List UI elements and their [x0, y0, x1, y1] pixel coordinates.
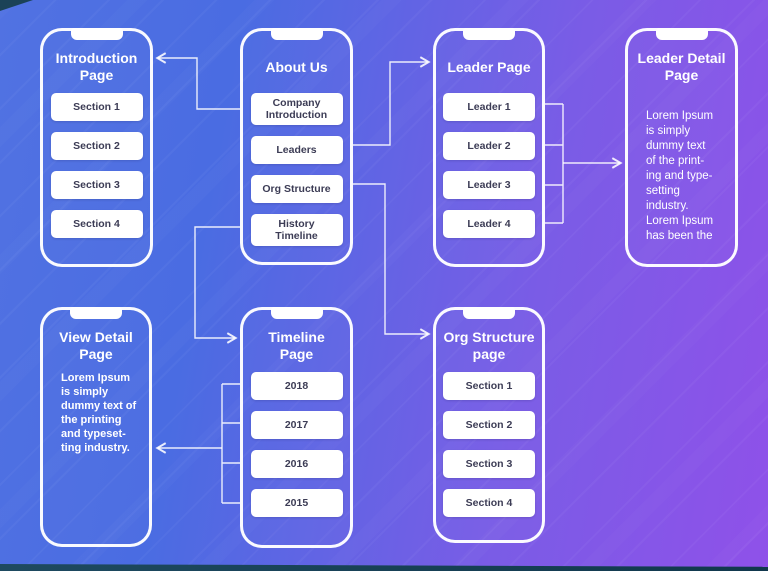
page-title: Leader Page: [447, 58, 531, 75]
connector-leader-buttons-merge: [545, 103, 564, 224]
phone-notch: [270, 307, 323, 319]
bottom-accent-strip: [0, 564, 768, 571]
nav-button-section-3[interactable]: Section 3: [443, 450, 535, 478]
nav-button-2018[interactable]: 2018: [250, 372, 343, 400]
phone-notch: [463, 307, 515, 319]
phone-introduction-page: Introduction Page Section 1 Section 2 Se…: [40, 28, 153, 267]
nav-button-section-4[interactable]: Section 4: [50, 210, 143, 238]
connector-leaders-arrow: [353, 56, 431, 146]
phone-notch: [70, 307, 122, 319]
nav-button-company-introduction[interactable]: Company Introduction: [250, 93, 343, 125]
phone-notch: [270, 28, 323, 40]
nav-button-leader-4[interactable]: Leader 4: [443, 210, 535, 238]
phone-notch: [655, 28, 708, 40]
phone-about-us: About Us Company Introduction Leaders Or…: [240, 28, 353, 265]
corner-accent-shape: [0, 0, 33, 11]
nav-button-leader-1[interactable]: Leader 1: [443, 93, 535, 121]
page-title: Leader Detail Page: [637, 50, 726, 83]
phone-notch: [463, 28, 515, 40]
nav-button-section-1[interactable]: Section 1: [443, 372, 535, 400]
page-title: Introduction Page: [55, 50, 138, 83]
nav-button-section-4[interactable]: Section 4: [443, 489, 535, 517]
nav-button-section-2[interactable]: Section 2: [443, 411, 535, 439]
phone-leader-detail-page: Leader Detail Page Lorem Ipsum is simply…: [625, 28, 738, 267]
nav-button-org-structure[interactable]: Org Structure: [250, 175, 343, 203]
lorem-body-text: Lorem Ipsum is simply dummy text of the …: [61, 372, 137, 454]
nav-button-leaders[interactable]: Leaders: [250, 136, 343, 164]
connector-org-structure-arrow: [353, 183, 431, 340]
nav-button-leader-3[interactable]: Leader 3: [443, 171, 535, 199]
phone-view-detail-page: View Detail Page Lorem Ipsum is simply d…: [40, 307, 152, 547]
phone-org-structure-page: Org Structure page Section 1 Section 2 S…: [433, 307, 545, 543]
nav-button-2015[interactable]: 2015: [250, 489, 343, 517]
page-title: Org Structure page: [443, 329, 535, 362]
nav-button-2017[interactable]: 2017: [250, 411, 343, 439]
page-title: View Detail Page: [59, 329, 133, 362]
phone-notch: [70, 28, 123, 40]
page-title: About Us: [265, 58, 328, 75]
nav-button-leader-2[interactable]: Leader 2: [443, 132, 535, 160]
connector-timeline-buttons-merge: [221, 383, 240, 504]
lorem-body-text: Lorem Ipsum is simply dummy text of the …: [646, 110, 714, 242]
page-title: Timeline Page: [268, 329, 325, 362]
nav-button-history-timeline[interactable]: History Timeline: [250, 214, 343, 246]
nav-button-section-2[interactable]: Section 2: [50, 132, 143, 160]
connector-company-introduction-arrow: [155, 52, 240, 110]
phone-timeline-page: Timeline Page 2018 2017 2016 2015: [240, 307, 353, 548]
nav-button-section-3[interactable]: Section 3: [50, 171, 143, 199]
connector-history-timeline-arrow: [194, 226, 240, 344]
nav-button-2016[interactable]: 2016: [250, 450, 343, 478]
nav-button-section-1[interactable]: Section 1: [50, 93, 143, 121]
phone-leader-page: Leader Page Leader 1 Leader 2 Leader 3 L…: [433, 28, 545, 267]
